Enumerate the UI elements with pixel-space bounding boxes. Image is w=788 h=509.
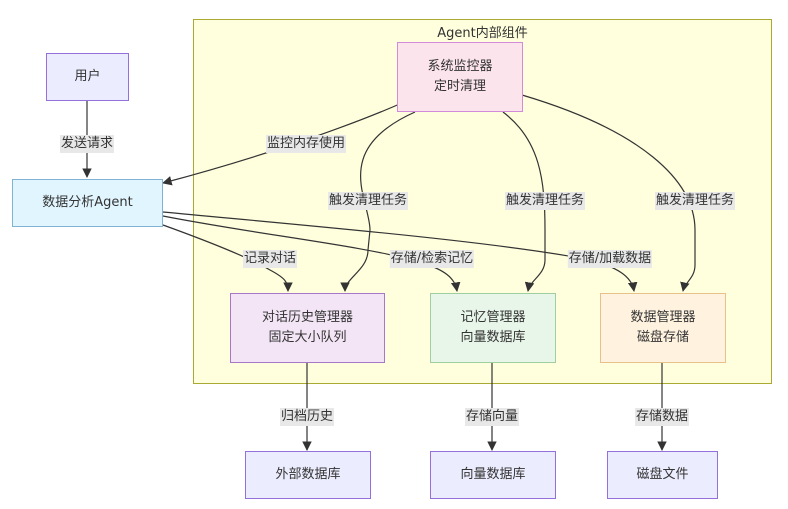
node-data-line2: 磁盘存储 [636, 330, 689, 345]
edge-label-record-dialog: 记录对话 [242, 250, 298, 268]
edge-label-send-request: 发送请求 [59, 135, 115, 153]
node-monitor-line1: 系统监控器 [427, 59, 493, 74]
node-vector-db-label: 向量数据库 [460, 467, 526, 482]
node-history-line1: 对话历史管理器 [261, 310, 353, 325]
edge-label-store-retrieve: 存储/检索记忆 [389, 250, 475, 268]
node-disk-file: 磁盘文件 [607, 451, 718, 499]
edge-trigger-history [340, 111, 416, 292]
edge-label-store-load: 存储/加载数据 [567, 250, 653, 268]
node-analysis-agent: 数据分析Agent [12, 179, 163, 227]
edge-label-store-vector: 存储向量 [464, 408, 520, 426]
node-memory-manager: 记忆管理器 向量数据库 [430, 293, 556, 363]
node-data-manager: 数据管理器 磁盘存储 [600, 293, 726, 363]
node-external-db: 外部数据库 [245, 451, 371, 499]
edge-label-store-data: 存储数据 [634, 408, 690, 426]
edge-label-archive-history: 归档历史 [279, 408, 335, 426]
cluster-title: Agent内部组件 [437, 26, 528, 41]
node-history-manager: 对话历史管理器 固定大小队列 [230, 293, 385, 363]
edge-label-trigger-memory: 触发清理任务 [504, 192, 586, 210]
node-system-monitor: 系统监控器 定时清理 [397, 42, 523, 112]
node-analysis-label: 数据分析Agent [42, 195, 133, 210]
edge-label-trigger-data: 触发清理任务 [654, 192, 736, 210]
node-data-line1: 数据管理器 [630, 310, 696, 325]
edge-label-monitor-memory: 监控内存使用 [265, 135, 347, 153]
node-disk-label: 磁盘文件 [636, 467, 689, 482]
node-history-line2: 固定大小队列 [268, 330, 347, 345]
node-memory-line1: 记忆管理器 [460, 310, 526, 325]
node-external-db-label: 外部数据库 [275, 467, 341, 482]
node-vector-db: 向量数据库 [430, 451, 556, 499]
node-user: 用户 [46, 53, 129, 101]
edge-label-trigger-history: 触发清理任务 [327, 192, 409, 210]
edge-store-retrieve [162, 215, 461, 292]
edge-store-load [162, 211, 638, 292]
edge-record-dialog [162, 224, 293, 292]
node-user-label: 用户 [74, 69, 101, 84]
node-memory-line2: 向量数据库 [460, 330, 526, 345]
node-monitor-line2: 定时清理 [433, 79, 486, 94]
edge-trigger-memory [502, 111, 546, 292]
